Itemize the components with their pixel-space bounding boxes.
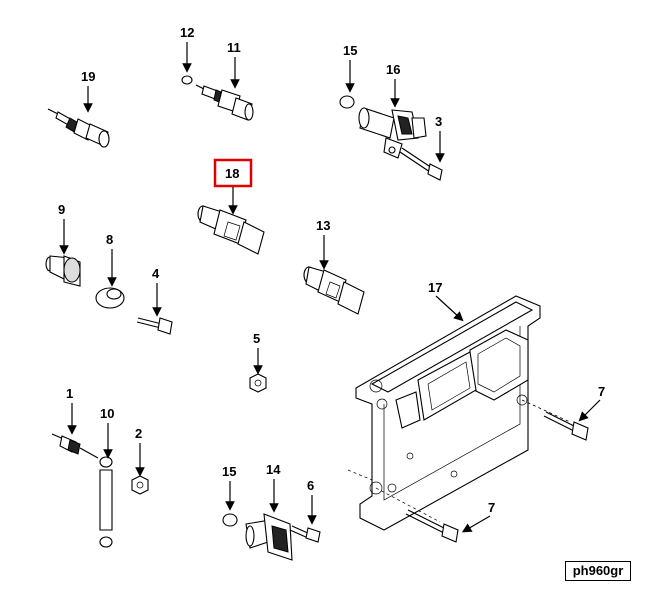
callout-7-right: 7 xyxy=(578,384,605,422)
callout-15-top-label: 15 xyxy=(343,43,357,58)
callout-12: 12 xyxy=(180,25,194,73)
callout-6: 6 xyxy=(307,478,317,525)
callout-6-label: 6 xyxy=(307,478,314,493)
part-17-ecm xyxy=(355,295,541,531)
callout-5-label: 5 xyxy=(253,331,260,346)
callout-1-label: 1 xyxy=(66,386,73,401)
callout-4-label: 4 xyxy=(152,266,160,281)
callout-2-label: 2 xyxy=(135,426,142,441)
highlight-box xyxy=(213,158,253,188)
callout-19-label: 19 xyxy=(81,69,95,84)
callout-10-label: 10 xyxy=(100,406,114,421)
part-19-sensor xyxy=(47,108,110,148)
part-7-bolt-right xyxy=(521,399,589,441)
part-3-bolt xyxy=(399,147,443,181)
callout-15-bottom: 15 xyxy=(222,464,236,511)
part-8-spacer xyxy=(95,287,125,309)
ecm-mount-guideline xyxy=(347,469,373,481)
part-9-sensor xyxy=(45,255,81,287)
callout-7-bottom: 7 xyxy=(461,500,495,533)
callout-7-right-label: 7 xyxy=(598,384,605,399)
callout-17-label: 17 xyxy=(428,280,442,295)
callout-13: 13 xyxy=(316,218,330,270)
callout-3-label: 3 xyxy=(435,114,442,129)
callout-5: 5 xyxy=(253,331,263,375)
part-7-bolt-bottom xyxy=(375,487,459,543)
callout-18-label: 18 xyxy=(225,166,239,181)
callout-15-top: 15 xyxy=(343,43,357,93)
callout-11: 11 xyxy=(227,40,241,89)
callout-4: 4 xyxy=(152,266,162,317)
callout-18: 18 xyxy=(213,158,253,215)
callout-3: 3 xyxy=(435,114,445,163)
callout-14-label: 14 xyxy=(266,462,281,477)
part-6-bolt xyxy=(289,525,321,543)
callout-9-label: 9 xyxy=(58,202,65,217)
callout-11-label: 11 xyxy=(227,40,241,55)
part-4-bolt xyxy=(136,317,173,335)
part-13-pressure-sensor xyxy=(303,266,365,315)
callout-16: 16 xyxy=(386,62,400,108)
callout-8-label: 8 xyxy=(106,232,113,247)
part-11-sensor xyxy=(195,84,254,121)
part-1-sensor xyxy=(51,433,99,459)
part-2-nut xyxy=(131,475,149,495)
callout-15-bottom-label: 15 xyxy=(222,464,236,479)
callout-9: 9 xyxy=(58,202,69,255)
part-14-position-sensor xyxy=(245,513,293,561)
part-12-o-ring xyxy=(181,75,193,85)
part-15-o-ring-top xyxy=(339,95,355,109)
callout-17: 17 xyxy=(428,280,464,322)
part-15-o-ring-bottom xyxy=(222,513,238,527)
callout-16-label: 16 xyxy=(386,62,400,77)
callout-7-bottom-label: 7 xyxy=(488,500,495,515)
callout-10: 10 xyxy=(100,406,114,459)
callout-19: 19 xyxy=(81,69,95,113)
part-16-position-sensor xyxy=(358,107,427,159)
reference-code: ph960gr xyxy=(565,561,631,581)
callout-1: 1 xyxy=(66,386,77,435)
callout-2: 2 xyxy=(135,426,145,477)
callout-12-label: 12 xyxy=(180,25,194,40)
callout-14: 14 xyxy=(266,462,281,513)
part-5-nut xyxy=(249,373,267,393)
callout-8: 8 xyxy=(106,232,117,287)
callout-13-label: 13 xyxy=(316,218,330,233)
part-18-pressure-sensor xyxy=(197,205,265,255)
part-10-harness-clip xyxy=(99,456,113,548)
